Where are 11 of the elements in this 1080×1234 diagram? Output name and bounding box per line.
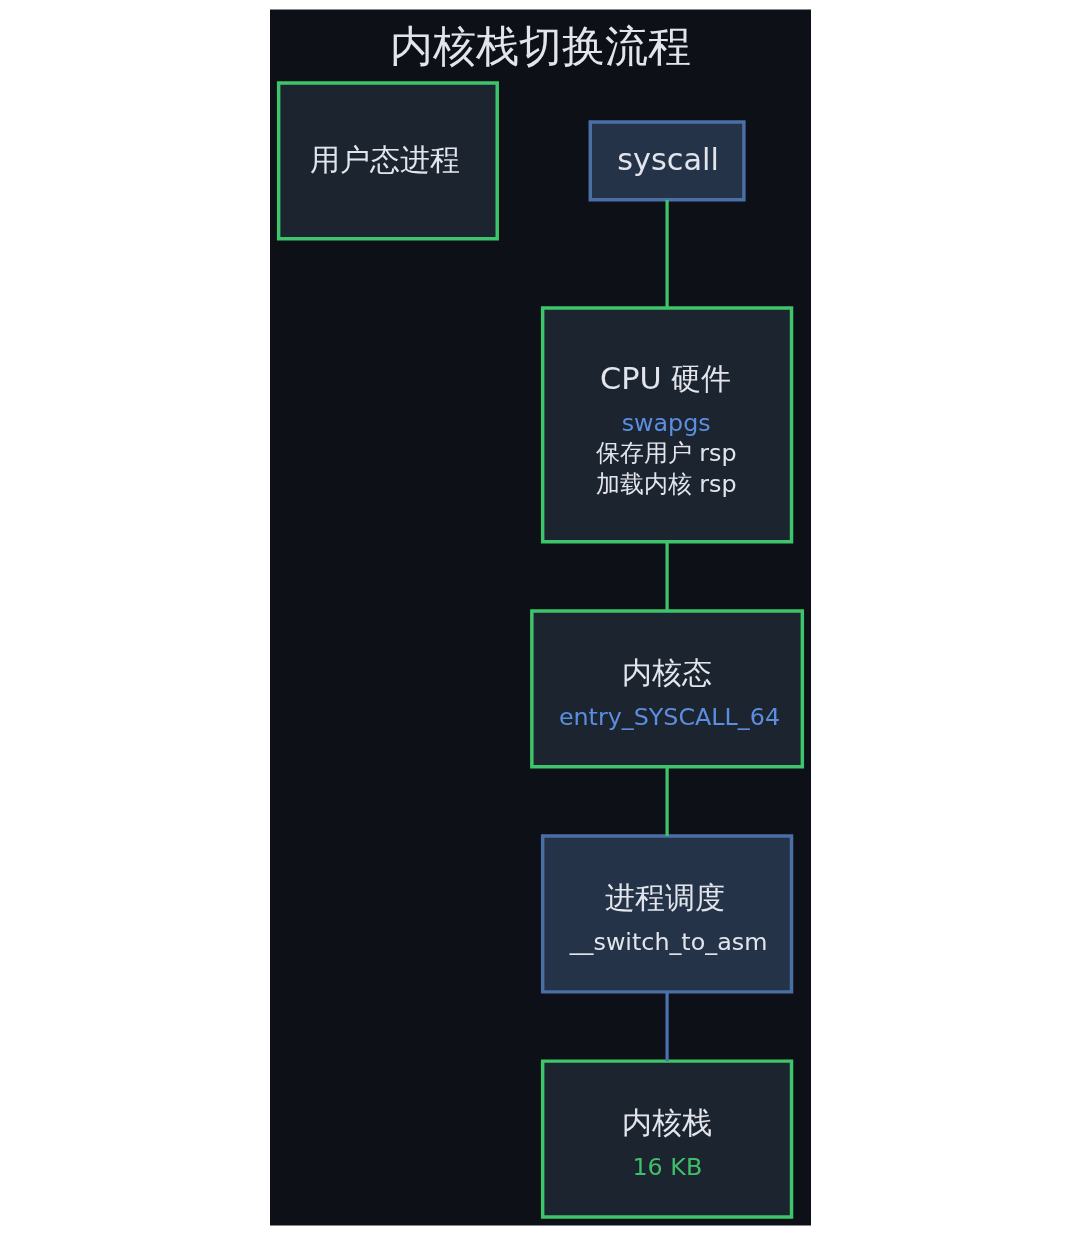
node-box: 用户态进程 [276,80,499,241]
node-box: 内核态 entry_SYSCALL_64 [529,608,804,769]
node-box: 进程调度 __switch_to_asm [540,833,793,994]
connector [664,541,669,611]
node-box: CPU 硬件 swapgs 保存用户 rsp 加载内核 rsp [540,305,793,543]
connector [664,991,669,1061]
diagram-title: 内核栈切换流程 [389,20,691,71]
connector [664,766,669,836]
connector [664,199,669,308]
node-box: 内核栈 16 KB [540,1058,793,1219]
node-box: syscall [588,119,746,202]
